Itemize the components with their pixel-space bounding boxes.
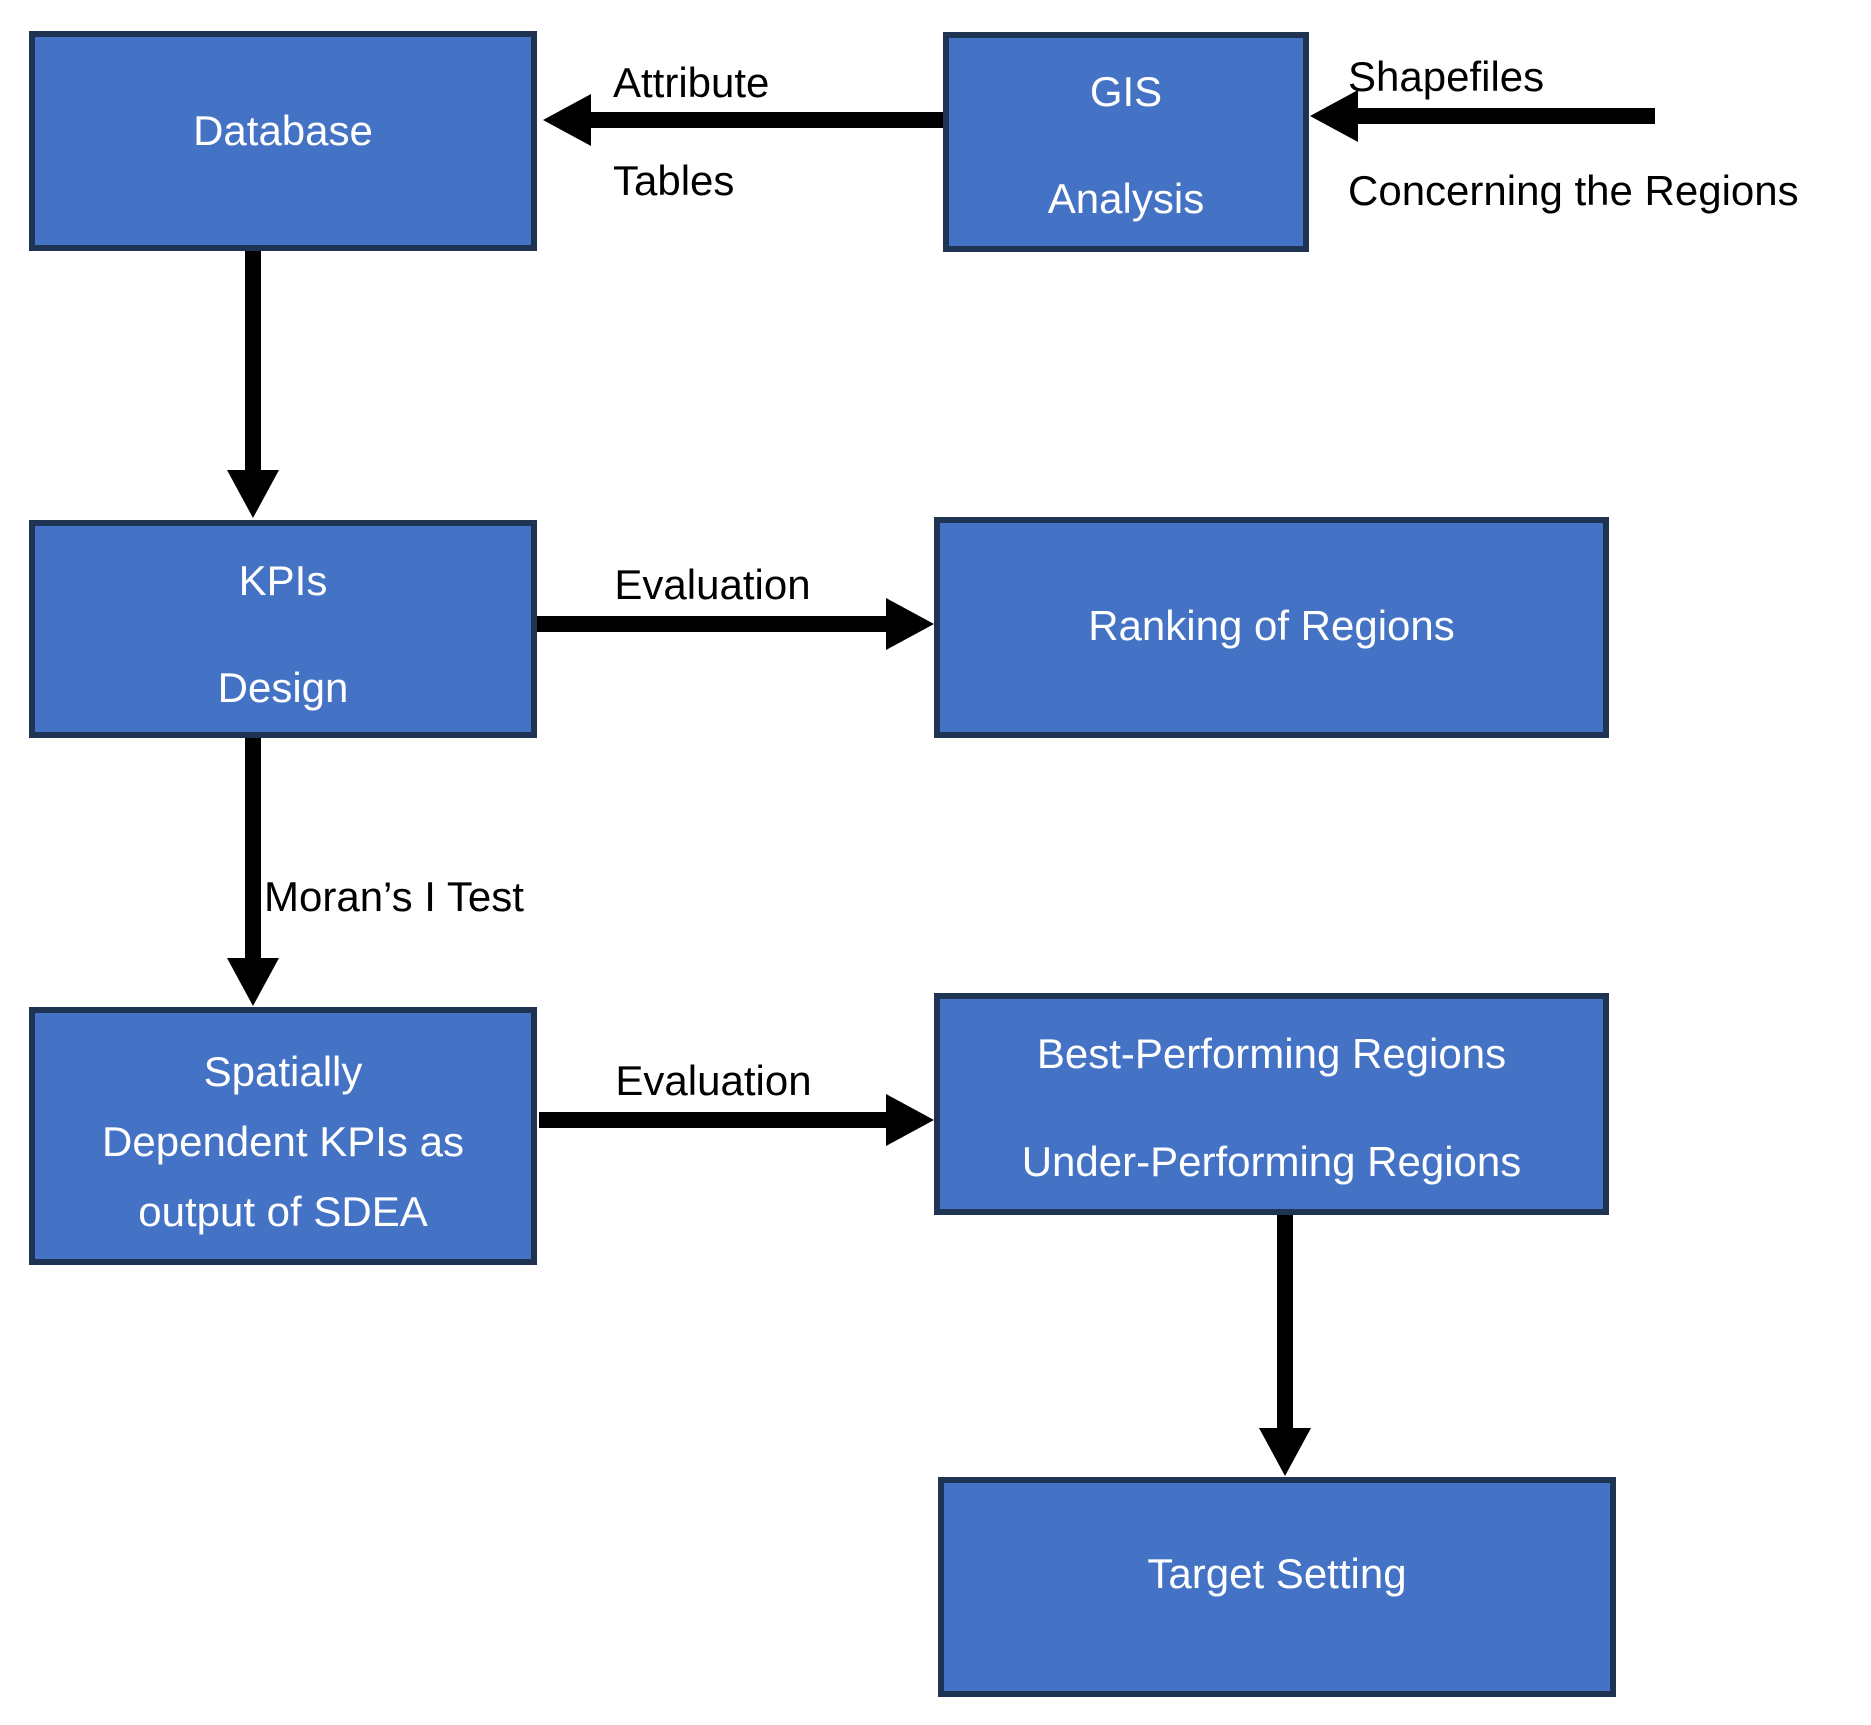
attribute-tables-arrowhead-icon — [543, 94, 591, 146]
evaluation-top-arrowhead-icon — [886, 598, 934, 650]
target-setting-box-label: Target Setting — [1147, 1550, 1407, 1597]
performing-regions-box: Best-Performing Regions Under-Performing… — [934, 993, 1609, 1215]
performing-regions-box-line1: Best-Performing Regions — [1036, 1030, 1507, 1077]
kpis-design-box-line1: KPIs — [238, 557, 328, 604]
best-to-target-arrowhead-icon — [1259, 1428, 1311, 1476]
database-box: Database — [29, 31, 537, 251]
morans-test-label: Moran’s I Test — [264, 873, 524, 920]
attribute-tables-arrow-shaft — [590, 112, 943, 128]
sdea-output-box-line1: Spatially — [203, 1048, 363, 1095]
shapefiles-arrow-shaft — [1355, 108, 1655, 124]
best-to-target-arrow-shaft — [1277, 1215, 1293, 1430]
kpis-design-box-line2: Design — [217, 664, 349, 711]
shapefiles-label-line2: Concerning the Regions — [1348, 167, 1799, 214]
evaluation-bottom-arrow-shaft — [539, 1112, 888, 1128]
database-to-kpis-arrowhead-icon — [227, 470, 279, 518]
attribute-tables-label-line1: Attribute — [613, 59, 770, 106]
morans-test-arrow-shaft — [245, 738, 261, 960]
sdea-output-box: Spatially Dependent KPIs as output of SD… — [29, 1007, 537, 1265]
sdea-output-box-line3: output of SDEA — [138, 1188, 428, 1235]
attribute-tables-label-line2: Tables — [613, 157, 735, 204]
evaluation-top-arrow-shaft — [537, 616, 888, 632]
shapefiles-arrowhead-icon — [1310, 90, 1358, 142]
database-to-kpis-arrow-shaft — [245, 251, 261, 472]
gis-analysis-box-line1: GIS — [1089, 68, 1163, 115]
database-box-label: Database — [193, 107, 373, 154]
evaluation-bottom-label: Evaluation — [615, 1057, 812, 1104]
morans-test-arrowhead-icon — [227, 958, 279, 1006]
ranking-of-regions-box-label: Ranking of Regions — [1088, 602, 1455, 649]
target-setting-box: Target Setting — [938, 1477, 1616, 1697]
evaluation-top-label: Evaluation — [614, 561, 811, 608]
kpis-design-box: KPIs Design — [29, 520, 537, 738]
sdea-output-box-line2: Dependent KPIs as — [102, 1118, 464, 1165]
evaluation-bottom-arrowhead-icon — [886, 1094, 934, 1146]
gis-analysis-box-line2: Analysis — [1047, 175, 1205, 222]
gis-analysis-box: GIS Analysis — [943, 32, 1309, 252]
ranking-of-regions-box: Ranking of Regions — [934, 517, 1609, 738]
shapefiles-label-line1: Shapefiles — [1348, 53, 1545, 100]
performing-regions-box-line2: Under-Performing Regions — [1021, 1138, 1522, 1185]
